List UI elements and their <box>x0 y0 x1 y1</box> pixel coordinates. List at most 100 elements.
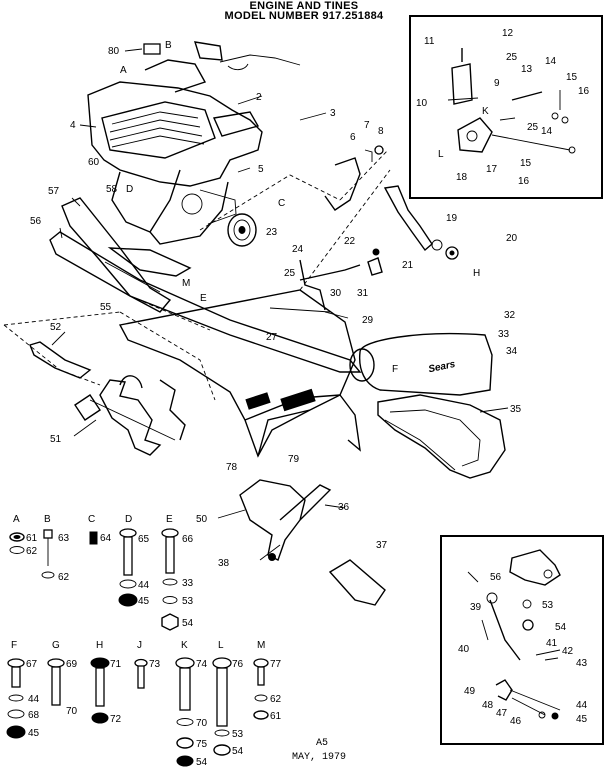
hw-e-53: 53 <box>182 596 194 607</box>
hw-a-61: 61 <box>26 533 38 544</box>
hw-f-45: 45 <box>28 728 40 739</box>
callout-27: 27 <box>266 332 278 343</box>
hardware-row-1 <box>9 528 179 631</box>
engine <box>87 41 301 245</box>
hw-g-70: 70 <box>66 706 78 717</box>
inset-bottom-callout-43: 43 <box>576 658 588 669</box>
callout-29: 29 <box>362 315 374 326</box>
inset-top-callout-15b: 15 <box>520 158 532 169</box>
callout-m: M <box>182 278 190 289</box>
hardware-row-2 <box>6 657 269 767</box>
inset-top-callout-17: 17 <box>486 164 498 175</box>
callout-32: 32 <box>504 310 516 321</box>
hw-d-44: 44 <box>138 580 150 591</box>
inset-top-callout-12: 12 <box>502 28 514 39</box>
callout-23: 23 <box>266 227 278 238</box>
inset-bottom-callout-46: 46 <box>510 716 522 727</box>
callout-8: 8 <box>378 126 384 137</box>
hw-l-53: 53 <box>232 729 244 740</box>
inset-top-callout-11: 11 <box>424 36 435 47</box>
callout-2: 2 <box>256 92 262 103</box>
callout-58: 58 <box>106 184 118 195</box>
callout-c: C <box>278 198 285 209</box>
belt-tension-linkage <box>324 145 459 260</box>
callout-55: 55 <box>100 302 112 313</box>
inset-top-callout-25: 25 <box>506 52 518 63</box>
hw-e-54: 54 <box>182 618 194 629</box>
callout-h: H <box>473 268 480 279</box>
callout-3: 3 <box>330 108 336 119</box>
hw-k-54: 54 <box>196 757 208 768</box>
inset-bottom-callout-48: 48 <box>482 700 494 711</box>
inset-top-labels: 11 12 25 9 13 14 15 16 10 K 25 14 L 18 1… <box>416 28 590 187</box>
callout-38: 38 <box>218 558 230 569</box>
handle-bracket <box>239 479 386 606</box>
callout-51: 51 <box>50 434 62 445</box>
hw-h-71: 71 <box>110 659 122 670</box>
hw-f-44: 44 <box>28 694 40 705</box>
diagram-title-line1: ENGINE AND TINES <box>249 0 359 12</box>
callout-19: 19 <box>446 213 458 224</box>
inset-bottom-callout-53: 53 <box>542 600 554 611</box>
hw-letter-e: E <box>166 514 173 525</box>
tine-assembly <box>74 375 186 456</box>
sears-logo-label: Sears <box>427 359 456 376</box>
hw-k-70: 70 <box>196 718 208 729</box>
hw-letter-l: L <box>218 640 224 651</box>
callout-6: 6 <box>350 132 356 143</box>
hw-l-54: 54 <box>232 746 244 757</box>
callout-21: 21 <box>402 260 414 271</box>
hw-d-65: 65 <box>138 534 150 545</box>
tine-frame <box>49 197 362 373</box>
callout-e: E <box>200 293 207 304</box>
inset-top-callout-k: K <box>482 106 489 117</box>
hw-f-68: 68 <box>28 710 40 721</box>
callout-52: 52 <box>50 322 62 333</box>
callout-7: 7 <box>364 120 370 131</box>
inset-top-callout-l: L <box>438 149 444 160</box>
inset-bottom-callout-39: 39 <box>470 602 482 613</box>
callout-60: 60 <box>88 157 100 168</box>
callout-b: B <box>165 40 172 51</box>
inset-bottom-callout-44: 44 <box>576 700 588 711</box>
hw-a-62: 62 <box>26 546 38 557</box>
callout-57: 57 <box>48 186 60 197</box>
depth-stake <box>29 341 92 379</box>
hw-e-66: 66 <box>182 534 194 545</box>
hw-letter-j: J <box>137 640 142 651</box>
belt-guard <box>349 332 506 479</box>
callout-4: 4 <box>70 120 76 131</box>
callout-37: 37 <box>376 540 388 551</box>
callout-22: 22 <box>344 236 356 247</box>
inset-top-callout-16b: 16 <box>518 176 530 187</box>
engine-pulley <box>227 213 257 247</box>
inset-top-callout-16: 16 <box>578 86 590 97</box>
inset-bottom-callout-54: 54 <box>555 622 567 633</box>
inset-top-callout-15: 15 <box>566 72 578 83</box>
callout-20: 20 <box>506 233 518 244</box>
hw-e-33: 33 <box>182 578 194 589</box>
inset-bottom-callout-41: 41 <box>546 638 558 649</box>
inset-top-parts <box>447 48 576 154</box>
hw-m-62: 62 <box>270 694 282 705</box>
dashed-assembly-lines <box>3 149 391 401</box>
hw-letter-b: B <box>44 514 51 525</box>
callout-50: 50 <box>196 514 208 525</box>
callout-34: 34 <box>506 346 518 357</box>
hw-letter-d: D <box>125 514 132 525</box>
hw-letter-k: K <box>181 640 188 651</box>
inset-bottom-parts <box>467 549 561 720</box>
hw-j-73: 73 <box>149 659 161 670</box>
callout-33: 33 <box>498 329 510 340</box>
callout-80: 80 <box>108 46 120 57</box>
inset-bottom-callout-40: 40 <box>458 644 470 655</box>
hw-k-74: 74 <box>196 659 208 670</box>
hw-b-62: 62 <box>58 572 70 583</box>
hw-letter-m: M <box>257 640 265 651</box>
hw-f-67: 67 <box>26 659 38 670</box>
hw-letter-c: C <box>88 514 95 525</box>
callout-79: 79 <box>288 454 300 465</box>
hw-d-45: 45 <box>138 596 150 607</box>
inset-top-callout-14: 14 <box>545 56 557 67</box>
inset-top-callout-9: 9 <box>494 78 500 89</box>
